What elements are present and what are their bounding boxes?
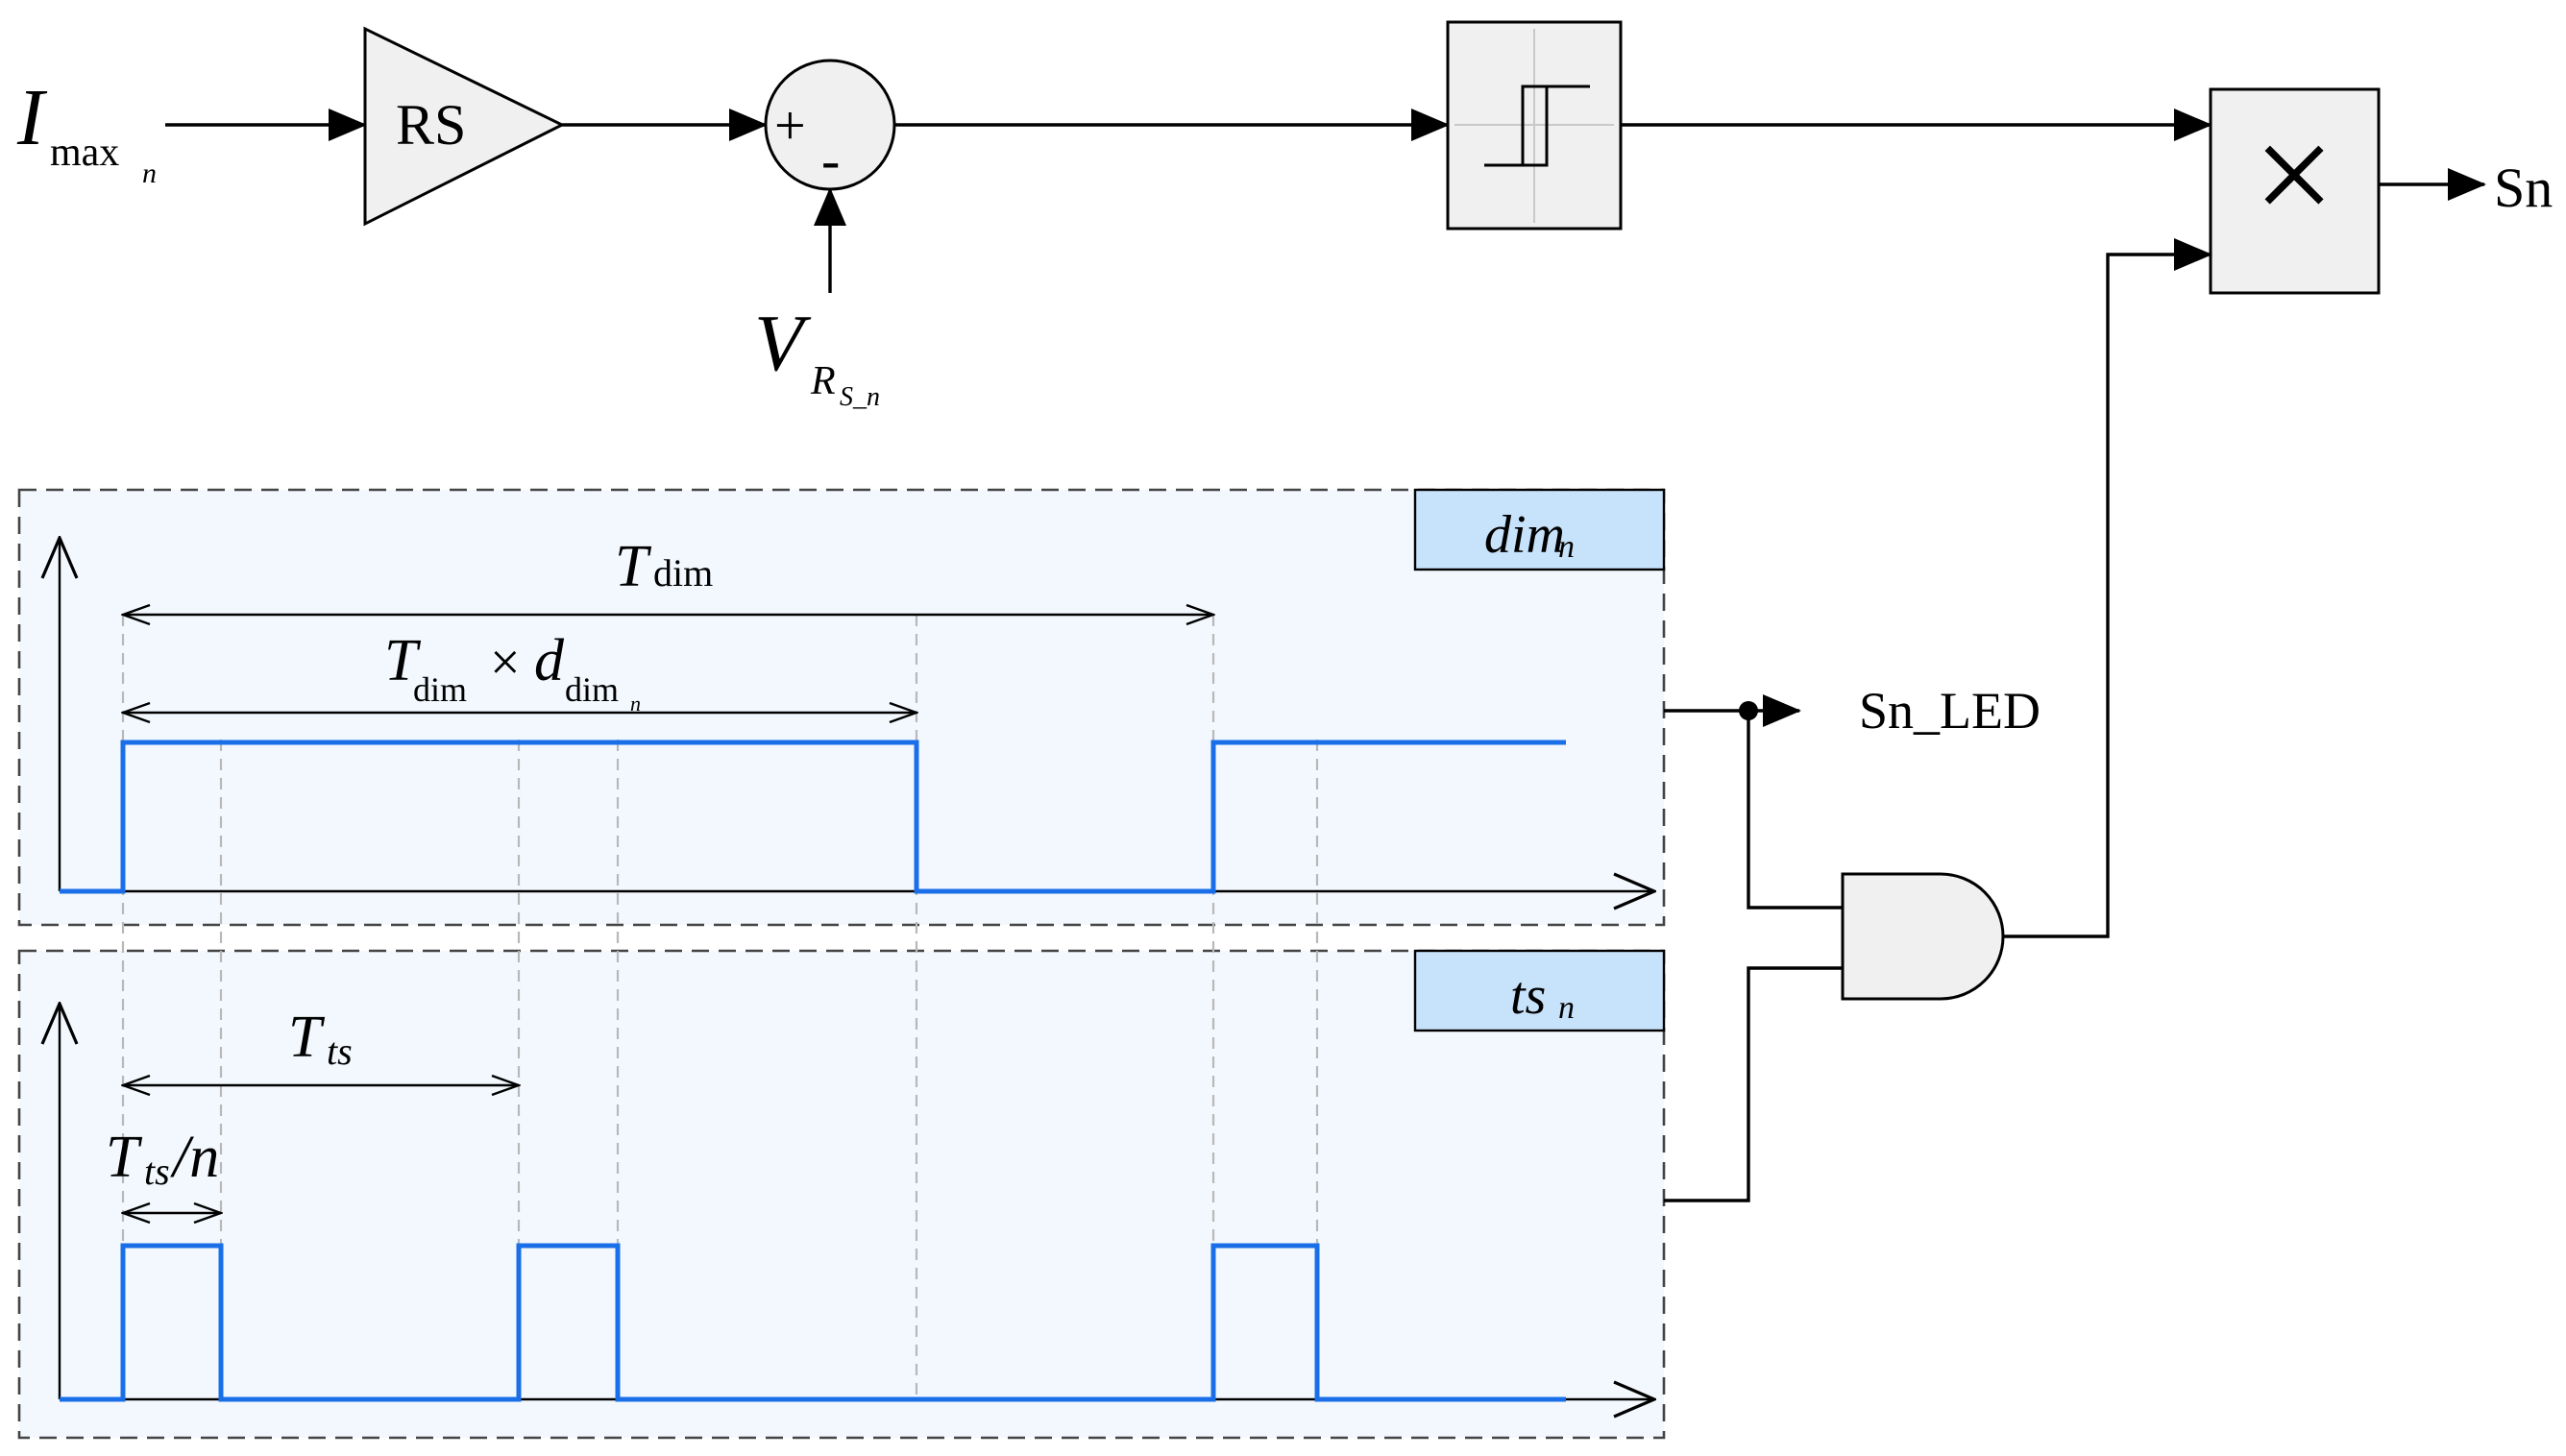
wire-ts-to-and — [1664, 966, 1843, 1202]
svg-text:d: d — [534, 628, 565, 693]
and-gate — [1841, 872, 2005, 1001]
dim-panel-tag — [1413, 488, 1666, 571]
multiplier-symbol: × — [2254, 95, 2335, 255]
dim-panel-tag-label: dim n — [1484, 505, 1575, 565]
svg-text:×: × — [490, 633, 521, 692]
dim-pwm-waveform — [60, 740, 1566, 894]
svg-text:T: T — [288, 1005, 326, 1070]
svg-text:T: T — [106, 1125, 143, 1190]
ts-panel-tag — [1413, 949, 1666, 1032]
ts-waveform-panel — [17, 949, 1666, 1440]
wire-and-to-multiplier — [2003, 238, 2212, 938]
svg-text:ts: ts — [1510, 966, 1546, 1026]
hysteresis-icon — [1454, 29, 1614, 223]
svg-text:n: n — [630, 692, 641, 716]
svg-text:n: n — [142, 158, 157, 189]
multiplier-block — [2209, 87, 2381, 295]
svg-text:/n: /n — [170, 1125, 219, 1190]
tts-label: T ts — [288, 1005, 353, 1073]
svg-text:max: max — [50, 131, 119, 175]
svg-text:dim: dim — [413, 670, 467, 709]
svg-text:dim: dim — [1484, 505, 1565, 565]
gain-block — [363, 26, 566, 227]
wire-junction-to-and — [1747, 711, 1843, 910]
reference-signal-label: V R S_n — [754, 299, 880, 412]
input-signal-label: I max n — [16, 73, 157, 189]
svg-text:T: T — [384, 628, 422, 693]
summer-plus-sign: + — [774, 94, 806, 157]
ts-pulse-waveform — [60, 1243, 1566, 1402]
output-signal-label: Sn — [2494, 157, 2553, 219]
ts-over-n-label: T ts /n — [106, 1125, 219, 1193]
svg-text:dim: dim — [565, 670, 619, 709]
tdim-duty-label: T dim × d dim n — [384, 628, 641, 716]
summer-minus-sign: - — [821, 129, 840, 191]
tdim-label: T dim — [615, 534, 713, 599]
svg-text:S_n: S_n — [840, 382, 880, 412]
svg-text:n: n — [1558, 529, 1575, 565]
led-output-label: Sn_LED — [1859, 682, 2041, 740]
gain-label: RS — [396, 93, 466, 157]
svg-text:T: T — [615, 534, 652, 599]
svg-text:ts: ts — [144, 1150, 170, 1193]
svg-text:dim: dim — [653, 551, 713, 595]
svg-text:I: I — [16, 73, 48, 162]
ts-panel-tag-label: ts n — [1510, 966, 1575, 1026]
svg-text:ts: ts — [327, 1030, 353, 1073]
svg-text:V: V — [754, 299, 812, 388]
svg-text:n: n — [1558, 990, 1575, 1026]
svg-text:R: R — [810, 359, 836, 403]
